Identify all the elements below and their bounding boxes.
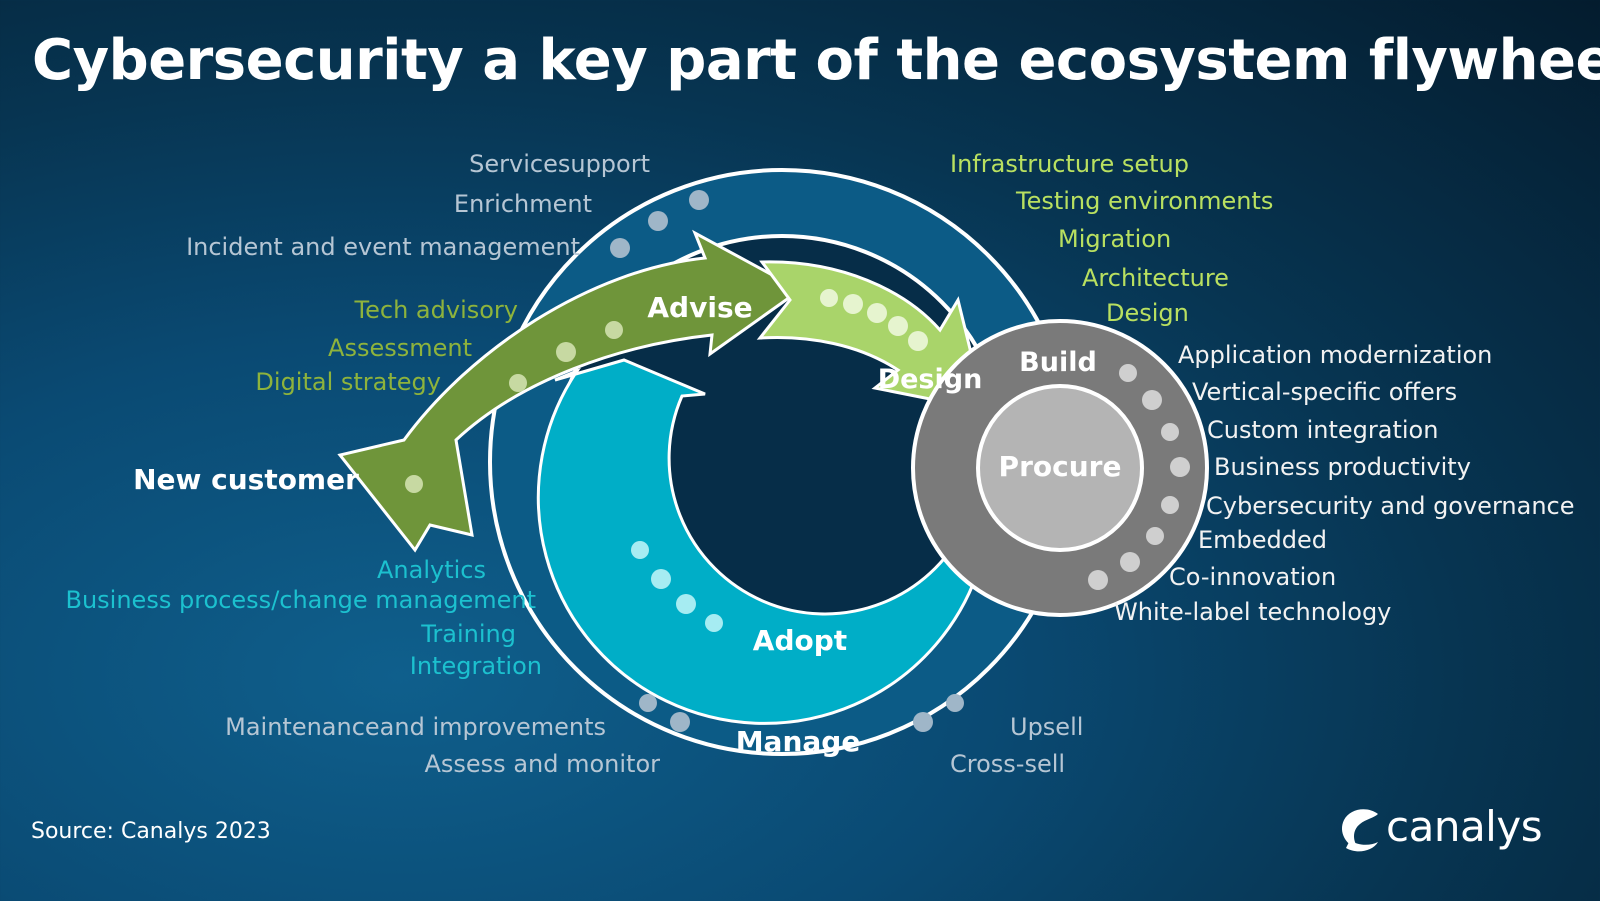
- design-item: Design: [1106, 299, 1189, 327]
- stage-build: Build: [1019, 347, 1097, 378]
- support-dots: [610, 190, 709, 258]
- stage-design: Design: [877, 364, 983, 395]
- adopt-item: Business process/change management: [65, 586, 537, 614]
- adopt-ring: [536, 358, 982, 725]
- build-item: Co-innovation: [1169, 563, 1337, 591]
- design-item: Architecture: [1082, 264, 1229, 292]
- design-item: Migration: [1058, 225, 1172, 253]
- stage-advise: Advise: [647, 291, 753, 324]
- support-item: Servicesupport: [469, 150, 650, 178]
- design-item: Testing environments: [1016, 187, 1274, 215]
- adopt-dots: [631, 541, 723, 632]
- source-note: Source: Canalys 2023: [31, 819, 271, 844]
- stage-new-customer: New customer: [133, 463, 359, 496]
- build-item: Embedded: [1198, 526, 1328, 554]
- stage-procure: Procure: [998, 450, 1122, 483]
- build-item: Vertical-specific offers: [1192, 378, 1458, 406]
- build-item: White-label technology: [1114, 598, 1392, 626]
- page-title: Cybersecurity a key part of the ecosyste…: [32, 28, 1600, 93]
- build-item: Application modernization: [1178, 341, 1493, 369]
- manage-item: Cross-sell: [950, 750, 1066, 778]
- adopt-item: Integration: [409, 652, 542, 680]
- support-item: Enrichment: [453, 190, 592, 218]
- advise-item: Tech advisory: [354, 296, 518, 324]
- advise-arrow: [337, 229, 803, 553]
- advise-item: Digital strategy: [255, 368, 441, 396]
- stage-manage: Manage: [735, 725, 861, 758]
- design-item: Infrastructure setup: [950, 150, 1189, 178]
- logo-text: canalys: [1386, 802, 1543, 851]
- adopt-item: Analytics: [377, 556, 486, 584]
- manage-item: Upsell: [1010, 713, 1084, 741]
- build-item: Business productivity: [1214, 453, 1471, 481]
- design-dots: [820, 289, 928, 351]
- manage-item: Assess and monitor: [424, 750, 660, 778]
- build-item: Custom integration: [1207, 416, 1439, 444]
- build-item: Cybersecurity and governance: [1206, 492, 1575, 520]
- manage-dots: [639, 694, 964, 732]
- procure-circle: [976, 384, 1144, 552]
- advise-dots: [405, 321, 623, 493]
- canalys-logo: canalys: [1338, 800, 1558, 860]
- build-dots: [1088, 364, 1190, 590]
- support-item: Incident and event management: [186, 233, 580, 261]
- stage-adopt: Adopt: [752, 624, 848, 657]
- manage-item: Maintenanceand improvements: [225, 713, 606, 741]
- canalys-swirl-icon: [1341, 809, 1378, 852]
- adopt-item: Training: [421, 620, 516, 648]
- advise-item: Assessment: [328, 334, 472, 362]
